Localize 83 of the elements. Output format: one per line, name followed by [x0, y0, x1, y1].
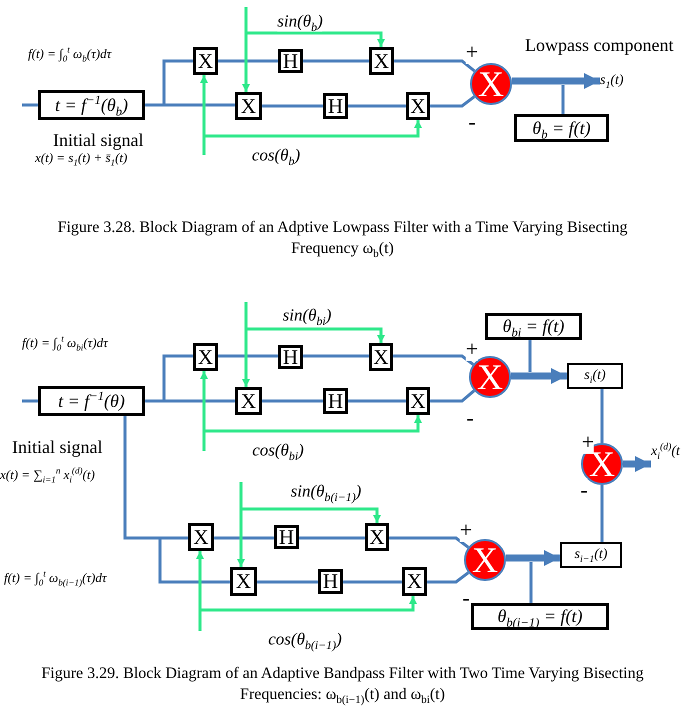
formula-text: x(t) = ∑$_{i=1}$$^{n}$ x$_{i}$$^{(d)}$(t) [0, 467, 95, 483]
connector-line [303, 60, 369, 62]
annotation-text: Initial signal [53, 130, 144, 151]
filter-box: H [318, 569, 343, 594]
summing-circle: X [470, 63, 512, 105]
formula-text: f(t) = ∫$_{0}$$^{t}$ ω$_{b(i−1)}$(τ)dτ [4, 570, 107, 586]
arrow [623, 456, 651, 472]
edge-label: sin(θ$_{b}$) [277, 12, 323, 32]
formula-box: θ$_{bi}$ = f(t) [485, 313, 582, 340]
connector-line [303, 354, 369, 358]
formula-text: x(t) = s$_{1}$(t) + s̄$_{1}$(t) [35, 150, 128, 166]
connector-line [299, 536, 365, 540]
multiplier-box: X [369, 343, 393, 371]
caption-text: Figure 3.29. Block Diagram of an Adaptive Bandpass Filter with Two Time Varying Bisecting Frequencies: ω$_{b(i−1)}$(t) and ω$_{bi}$(t) [40, 664, 645, 706]
multiplier-box: X [188, 523, 214, 551]
arrow [240, 482, 381, 523]
formula-box: t = f$^{−1}$(θ) [38, 386, 145, 416]
connector-line [562, 85, 564, 114]
output-label: s$_{1}$(t) [600, 70, 650, 92]
connector-line [348, 104, 406, 108]
connector-line [600, 389, 604, 443]
connector-line [343, 580, 402, 584]
edge-label: cos(θ$_{b(i−1)}$) [268, 630, 342, 650]
summing-circle: X [469, 356, 511, 398]
formula-box: t = f$^{−1}$(θ$_{b}$) [38, 90, 145, 120]
signal-box: s$_{i−1}$(t) [560, 542, 622, 568]
multiplier-box: X [406, 92, 430, 120]
connector-line [22, 400, 38, 402]
filter-box: H [278, 49, 303, 73]
heading-text: Lowpass component [525, 35, 674, 56]
arrow [202, 120, 422, 155]
connector-line [218, 60, 278, 62]
formula-text: f(t) = ∫$_{0}$$^{t}$ ω$_{b}$(τ)dτ [28, 46, 112, 62]
arrow [198, 596, 417, 631]
summing-circle: X [464, 539, 506, 581]
connector-line [214, 536, 274, 540]
connector-line [348, 400, 406, 402]
arrow [511, 368, 567, 384]
edge-label: cos(θ$_{bi}$) [252, 442, 304, 460]
arrow [202, 415, 422, 451]
connector-line [22, 104, 38, 106]
formula-text: f(t) = ∫$_{0}$$^{t}$ ω$_{bi}$(τ)dτ [22, 335, 108, 351]
edge-label: cos(θ$_{b}$) [252, 146, 300, 166]
formula-box: θ$_{b(i−1)}$ = f(t) [471, 603, 609, 630]
formula-box: θ$_{b}$ = f(t) [514, 114, 609, 142]
multiplier-box: X [235, 387, 262, 415]
connector-line [389, 536, 470, 548]
connector-line [218, 354, 278, 358]
arrow [244, 302, 385, 343]
connector-line [430, 96, 476, 108]
connector-line [124, 416, 230, 584]
edge-label: sin(θ$_{b(i−1)}$) [290, 482, 362, 502]
connector-line [257, 580, 318, 584]
multiplier-box: X [193, 343, 218, 371]
arrow [512, 73, 600, 89]
connector-line [530, 562, 532, 603]
caption-text: Figure 3.28. Block Diagram of an Adptive Lowpass Filter with a Time Varying Bisecting Frequency ω$_{b}$(t) [56, 218, 628, 260]
multiplier-box: X [193, 47, 218, 75]
multiplier-box: X [369, 47, 394, 75]
signal-box: s$_{i}$(t) [567, 363, 623, 389]
filter-box: H [274, 525, 299, 549]
multiplier-box: X [235, 92, 262, 120]
connector-line [427, 572, 470, 584]
multiplier-box: X [406, 387, 430, 415]
summing-circle: X [581, 443, 623, 485]
annotation-text: Initial signal [12, 437, 102, 458]
filter-box: H [323, 93, 348, 119]
edge-label: sin(θ$_{bi}$) [282, 306, 332, 326]
filter-box: H [278, 345, 303, 369]
connector-line [430, 390, 476, 402]
connector-line [528, 340, 532, 372]
arrow [244, 7, 385, 47]
multiplier-box: X [230, 567, 257, 596]
connector-line [600, 485, 604, 542]
multiplier-box: X [402, 567, 427, 596]
arrow [506, 550, 560, 566]
output-label: x$_{i}$$^{(d)}$(t [651, 440, 685, 464]
connector-line [394, 60, 476, 72]
connector-line [262, 400, 323, 402]
connector-line [393, 354, 474, 366]
connector-line [262, 104, 323, 108]
filter-box: H [323, 388, 348, 414]
multiplier-box: X [365, 523, 389, 551]
